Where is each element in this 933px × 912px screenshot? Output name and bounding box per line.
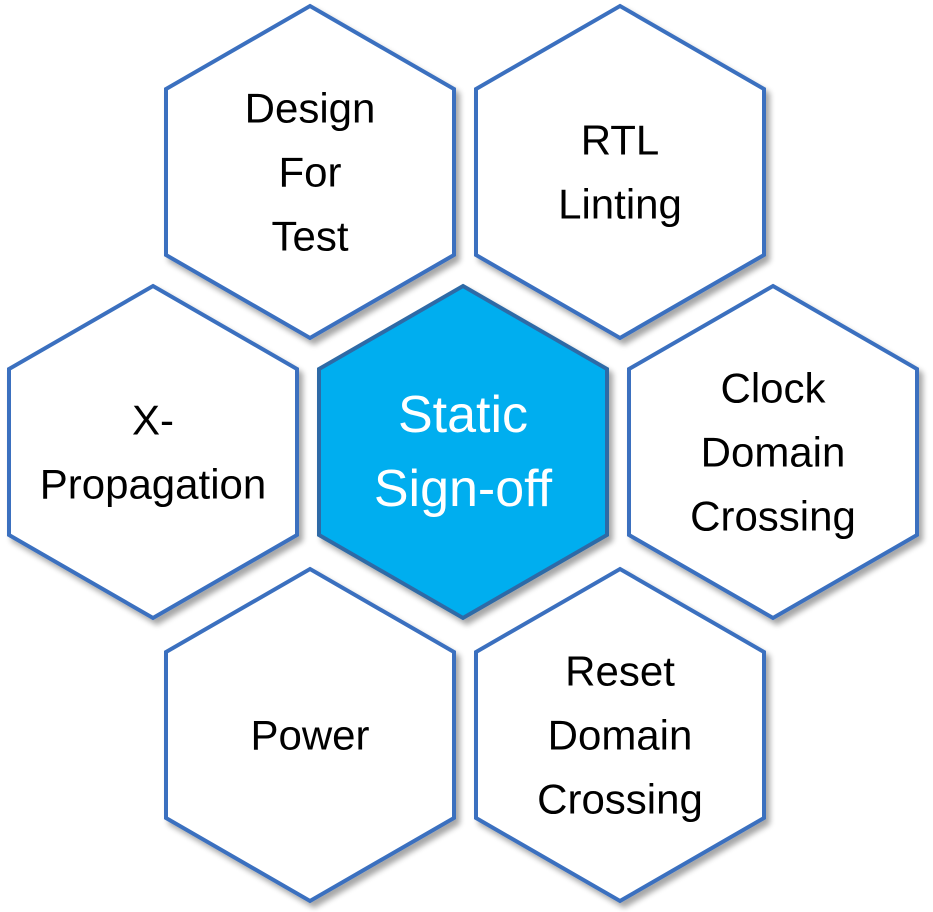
hexagon-label-rtl-linting-line-1: RTL [581, 117, 660, 164]
hexagon-shape-clock-domain-crossing [627, 283, 919, 621]
hexagon-label-x-propagation-line-1: X- [132, 397, 174, 444]
hexagon-label-static-sign-off-line-2: Sign-off [374, 460, 553, 518]
hexagon-label-clock-domain-crossing-line-1: Clock [720, 365, 826, 412]
hexagon-label-design-for-test-line-1: Design [245, 85, 376, 132]
hexagon-shape-design-for-test [164, 3, 456, 341]
hexagon-label-clock-domain-crossing-line-2: Domain [701, 429, 846, 476]
hexagon-shape-static-sign-off [317, 283, 609, 621]
hexagon-power: Power [164, 566, 456, 904]
hexagon-rtl-linting: RTL Linting [474, 3, 766, 341]
hexagon-label-static-sign-off-line-1: Static [398, 386, 528, 444]
hexagon-shape-reset-domain-crossing [474, 566, 766, 904]
hexagon-label-reset-domain-crossing-line-3: Crossing [537, 776, 703, 823]
hexagon-shape-rtl-linting [474, 3, 766, 341]
hexagon-shape-x-propagation [7, 283, 299, 621]
hexagon-x-propagation: X- Propagation [7, 283, 299, 621]
hexagon-label-reset-domain-crossing-line-2: Domain [548, 712, 693, 759]
hexagon-label-clock-domain-crossing-line-3: Crossing [690, 493, 856, 540]
hexagon-shape-power [164, 566, 456, 904]
hexagon-label-rtl-linting-line-2: Linting [558, 181, 682, 228]
hexagon-label-design-for-test-line-3: Test [271, 213, 348, 260]
hexagon-label-reset-domain-crossing-line-1: Reset [565, 648, 675, 695]
hexagon-label-power-line-1: Power [250, 712, 369, 759]
hexagon-label-design-for-test-line-2: For [279, 149, 342, 196]
hexagon-label-x-propagation-line-2: Propagation [40, 461, 267, 508]
